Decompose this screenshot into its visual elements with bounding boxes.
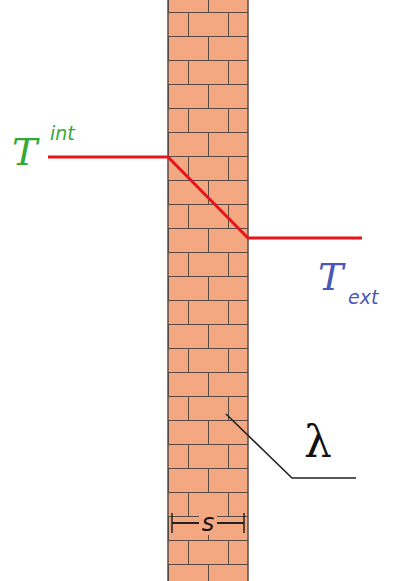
temperature-symbol: T [318, 258, 343, 296]
wall-face [167, 0, 169, 581]
temperature-profile [48, 157, 362, 238]
dimension-tick [243, 513, 245, 533]
conductivity-symbol: λ [304, 420, 332, 464]
brick-wall [168, 0, 248, 581]
leader-line [226, 414, 356, 478]
wall-face [247, 0, 249, 581]
temperature-symbol: T [12, 133, 37, 171]
thickness-symbol: s [199, 511, 218, 535]
subscript: int [50, 124, 75, 143]
dimension-tick [171, 513, 173, 533]
subscript: ext [348, 288, 378, 307]
